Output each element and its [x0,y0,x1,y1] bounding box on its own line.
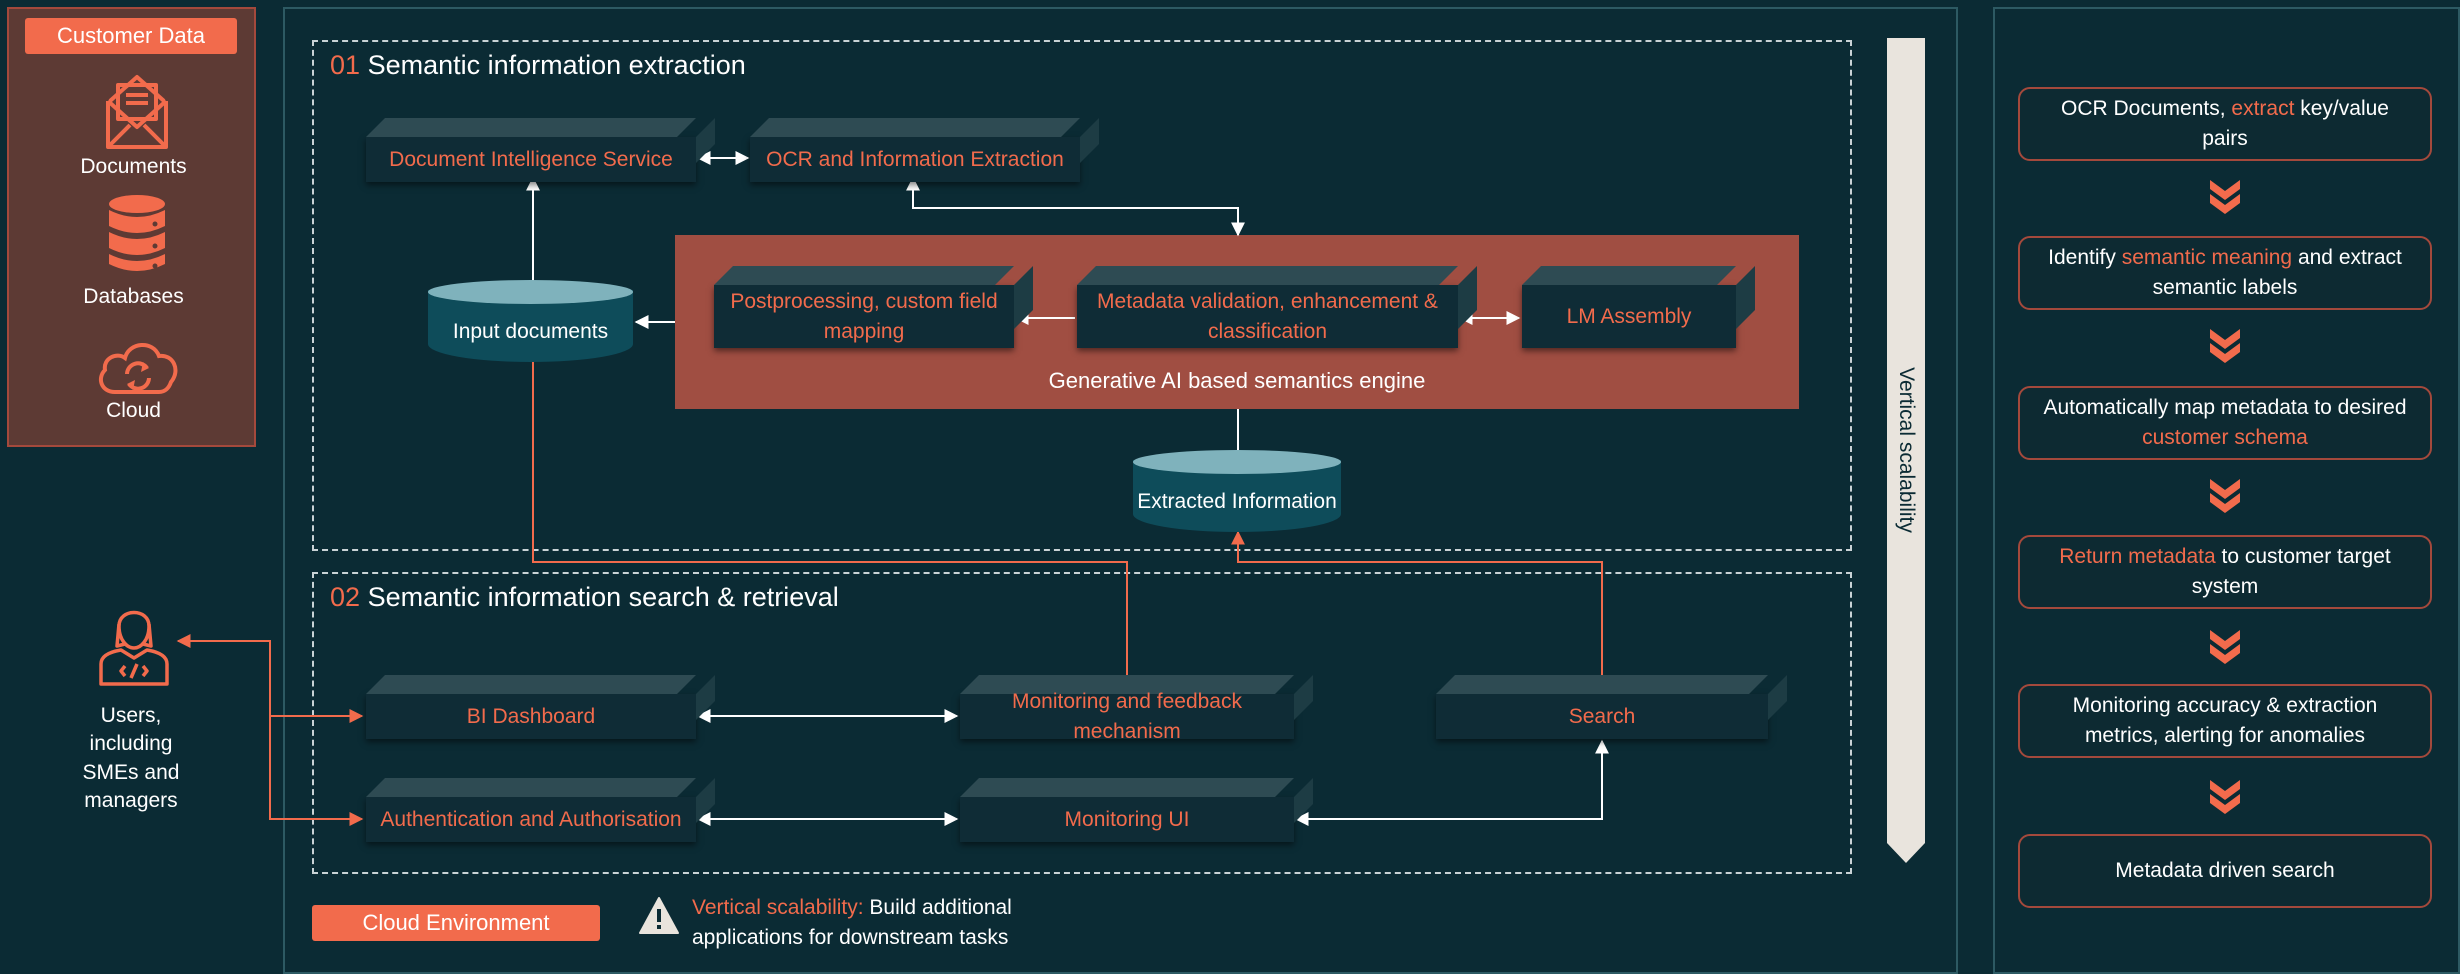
cloud-label: Cloud [106,399,161,422]
cloud-environment-badge: Cloud Environment [312,905,600,941]
warning-icon [639,897,679,934]
document-intelligence-service-box[interactable]: Document Intelligence Service [366,137,696,182]
documents-label: Documents [80,155,187,178]
step-4: Return metadata to customer target syste… [2018,535,2432,609]
users-label: Users, including SMEs and managers [82,704,180,813]
cloud-environment-frame [283,7,1958,974]
email-icon [106,75,168,149]
section2-number: 02 [330,582,361,612]
section-extraction [312,40,1852,551]
vertical-scalability-note: Vertical scalability: Build additional a… [692,896,1012,950]
section1-number: 01 [330,50,361,80]
step-5: Monitoring accuracy & extraction metrics… [2018,684,2432,758]
bi-dashboard-box[interactable]: BI Dashboard [366,694,696,739]
ocr-extraction-box[interactable]: OCR and Information Extraction [750,137,1080,182]
metadata-validation-box[interactable]: Metadata validation, enhancement & class… [1077,285,1458,348]
extracted-information-store[interactable]: Extracted Information [1133,450,1341,532]
databases-label: Databases [83,285,184,308]
customer-data-panel: Customer Data Documents Databases Cloud [7,7,256,447]
section1-title: 01 Semantic information extraction [330,50,746,81]
input-documents-store[interactable]: Input documents [428,280,633,362]
process-steps-panel [1993,7,2460,974]
engine-label: Generative AI based semantics engine [1048,368,1426,393]
step-6: Metadata driven search [2018,834,2432,908]
developer-user-icon [99,610,169,686]
search-box[interactable]: Search [1436,694,1768,739]
section1-title-text: Semantic information extraction [367,50,746,80]
step-1: OCR Documents, extract key/value pairs [2018,87,2432,161]
monitoring-ui-box[interactable]: Monitoring UI [960,797,1294,842]
step-3: Automatically map metadata to desired cu… [2018,386,2432,460]
cloud-sync-icon [98,343,178,394]
step-2: Identify semantic meaning and extract se… [2018,236,2432,310]
database-icon [109,195,165,271]
lm-assembly-box[interactable]: LM Assembly [1522,285,1736,348]
monitoring-feedback-box[interactable]: Monitoring and feedback mechanism [960,694,1294,743]
section2-title: 02 Semantic information search & retriev… [330,582,839,613]
section2-title-text: Semantic information search & retrieval [367,582,839,612]
vertical-scalability-label: Vertical scalability [1895,367,1918,533]
authentication-box[interactable]: Authentication and Authorisation [366,797,696,842]
customer-data-badge: Customer Data [25,18,237,54]
postprocessing-box[interactable]: Postprocessing, custom field mapping [714,285,1014,348]
section-search [312,572,1852,874]
vertical-scalability-bar [1887,38,1925,863]
